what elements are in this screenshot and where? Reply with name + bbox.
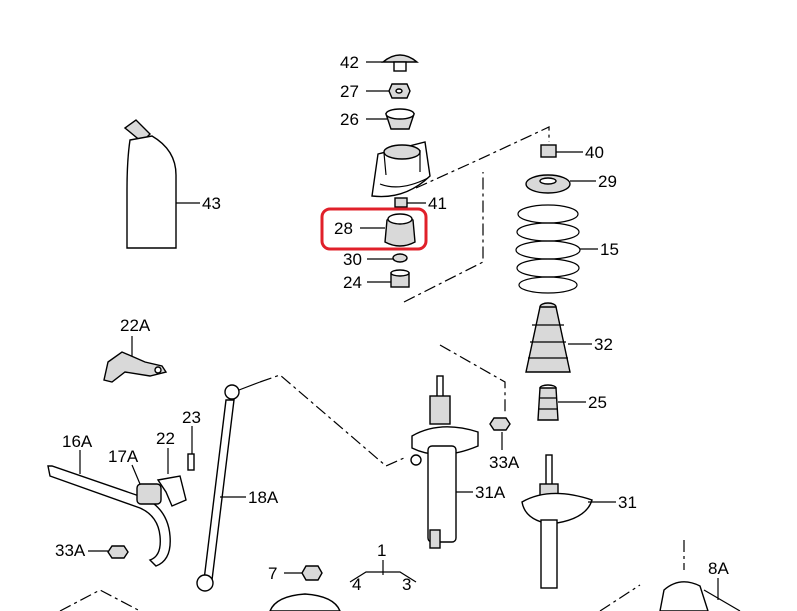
label-22a: 22A (120, 316, 151, 335)
label-28: 28 (334, 219, 353, 238)
strut-tower-mount (371, 141, 431, 198)
part-7-nut[interactable] (301, 565, 323, 581)
part-40-nut[interactable] (540, 144, 557, 158)
label-42: 42 (340, 53, 359, 72)
part-23-bolt[interactable] (187, 453, 195, 471)
label-32: 32 (594, 335, 613, 354)
part-8a-wheel-bearing-housing[interactable] (659, 581, 741, 611)
part-27-nut[interactable] (388, 83, 411, 99)
label-30: 30 (343, 250, 362, 269)
part-17a-bushing[interactable] (136, 483, 162, 505)
part-25-buffer[interactable] (537, 384, 559, 421)
label-3: 3 (402, 575, 411, 594)
label-8a: 8A (708, 559, 729, 578)
part-15-coil-spring[interactable] (515, 204, 581, 294)
label-40: 40 (585, 143, 604, 162)
part-31-strut[interactable] (521, 454, 593, 589)
part-26-bushing[interactable] (385, 108, 415, 130)
label-4: 4 (352, 575, 361, 594)
label-7: 7 (268, 564, 277, 583)
label-24: 24 (343, 273, 362, 292)
label-23: 23 (182, 408, 201, 427)
part-42-cap[interactable] (381, 54, 419, 72)
part-30-washer[interactable] (392, 253, 408, 263)
part-22a-bracket[interactable] (103, 351, 168, 383)
bottom-hub-left (269, 593, 341, 611)
label-26: 26 (340, 110, 359, 129)
part-41-nut[interactable] (394, 197, 408, 208)
label-1: 1 (377, 541, 386, 560)
part-22-clamp[interactable] (156, 475, 187, 507)
label-31: 31 (618, 493, 637, 512)
label-18a: 18A (248, 488, 279, 507)
label-15: 15 (600, 240, 619, 259)
label-31a: 31A (475, 483, 506, 502)
part-28-bump-stop[interactable] (384, 213, 416, 247)
highlight-box-28 (320, 207, 428, 251)
part-24-nut[interactable] (390, 269, 410, 288)
part-32-dust-boot[interactable] (525, 302, 571, 373)
part-43-grease-tube[interactable] (123, 119, 177, 249)
label-17a: 17A (108, 447, 139, 466)
label-16a: 16A (62, 432, 93, 451)
label-25: 25 (588, 393, 607, 412)
label-29: 29 (598, 172, 617, 191)
part-31a-strut[interactable] (410, 375, 479, 549)
part-33a-nut-right[interactable] (489, 417, 511, 431)
label-22: 22 (156, 429, 175, 448)
part-18a-coupling-rod[interactable] (196, 381, 261, 592)
part-16a-stabilizer-bar[interactable] (47, 465, 171, 567)
label-43: 43 (202, 194, 221, 213)
label-27: 27 (340, 82, 359, 101)
label-33a-left: 33A (55, 541, 86, 560)
label-33a-right: 33A (489, 453, 520, 472)
label-41: 41 (428, 194, 447, 213)
part-33a-nut-left[interactable] (107, 545, 129, 559)
part-29-spring-seat[interactable] (525, 174, 571, 194)
